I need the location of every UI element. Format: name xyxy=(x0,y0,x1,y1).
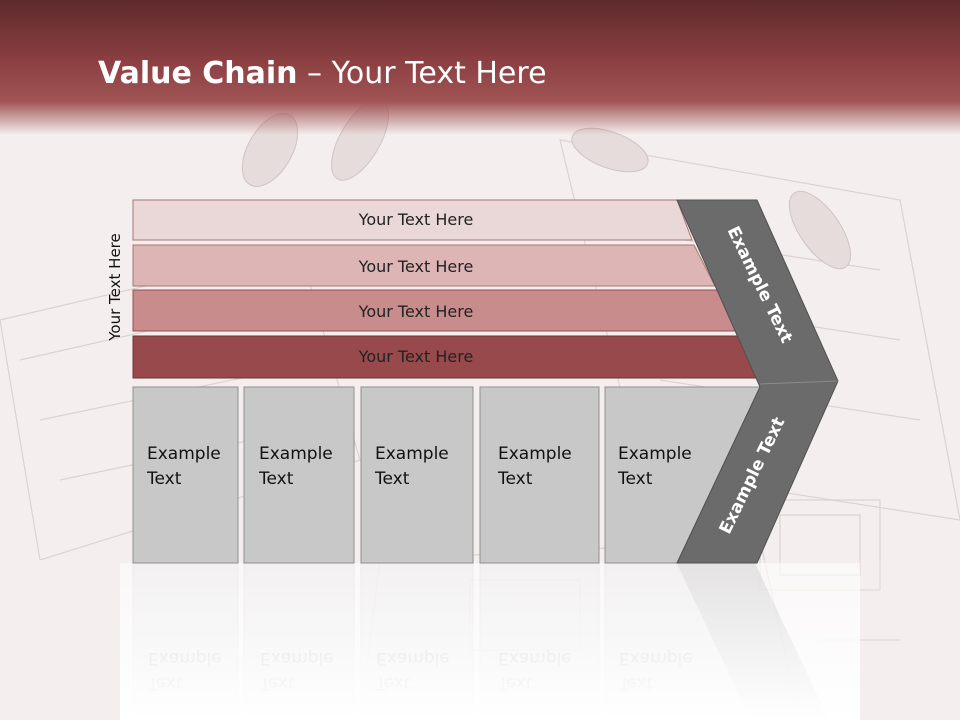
box-3-line1: Example xyxy=(375,444,449,464)
box-4 xyxy=(479,386,600,564)
reflection: Example Text Example Text Example Text E… xyxy=(120,562,860,720)
bar-4-label: Your Text Here xyxy=(358,347,474,366)
slide-title: Value Chain – Your Text Here xyxy=(98,56,547,91)
title-rest: – Your Text Here xyxy=(297,56,547,91)
box-4-line2: Text xyxy=(497,469,533,489)
chevron-arrow xyxy=(676,199,839,564)
box-5-line1: Example xyxy=(618,444,692,464)
box-3 xyxy=(360,386,474,564)
box-2 xyxy=(243,386,355,564)
chevron-divider xyxy=(759,380,839,385)
bar-1-label: Your Text Here xyxy=(358,210,474,229)
box-2-line1: Example xyxy=(259,444,333,464)
title-bar xyxy=(0,0,960,135)
box-2-line2: Text xyxy=(258,469,294,489)
box-1 xyxy=(132,386,239,564)
bar-1 xyxy=(132,199,693,241)
bar-3-label: Your Text Here xyxy=(358,302,474,321)
box-4-line1: Example xyxy=(498,444,572,464)
title-bold: Value Chain xyxy=(98,56,298,91)
box-1-line2: Text xyxy=(146,469,182,489)
box-1-line1: Example xyxy=(147,444,221,464)
bar-2-label: Your Text Here xyxy=(358,257,474,276)
box-3-line2: Text xyxy=(374,469,410,489)
box-5-line2: Text xyxy=(617,469,653,489)
